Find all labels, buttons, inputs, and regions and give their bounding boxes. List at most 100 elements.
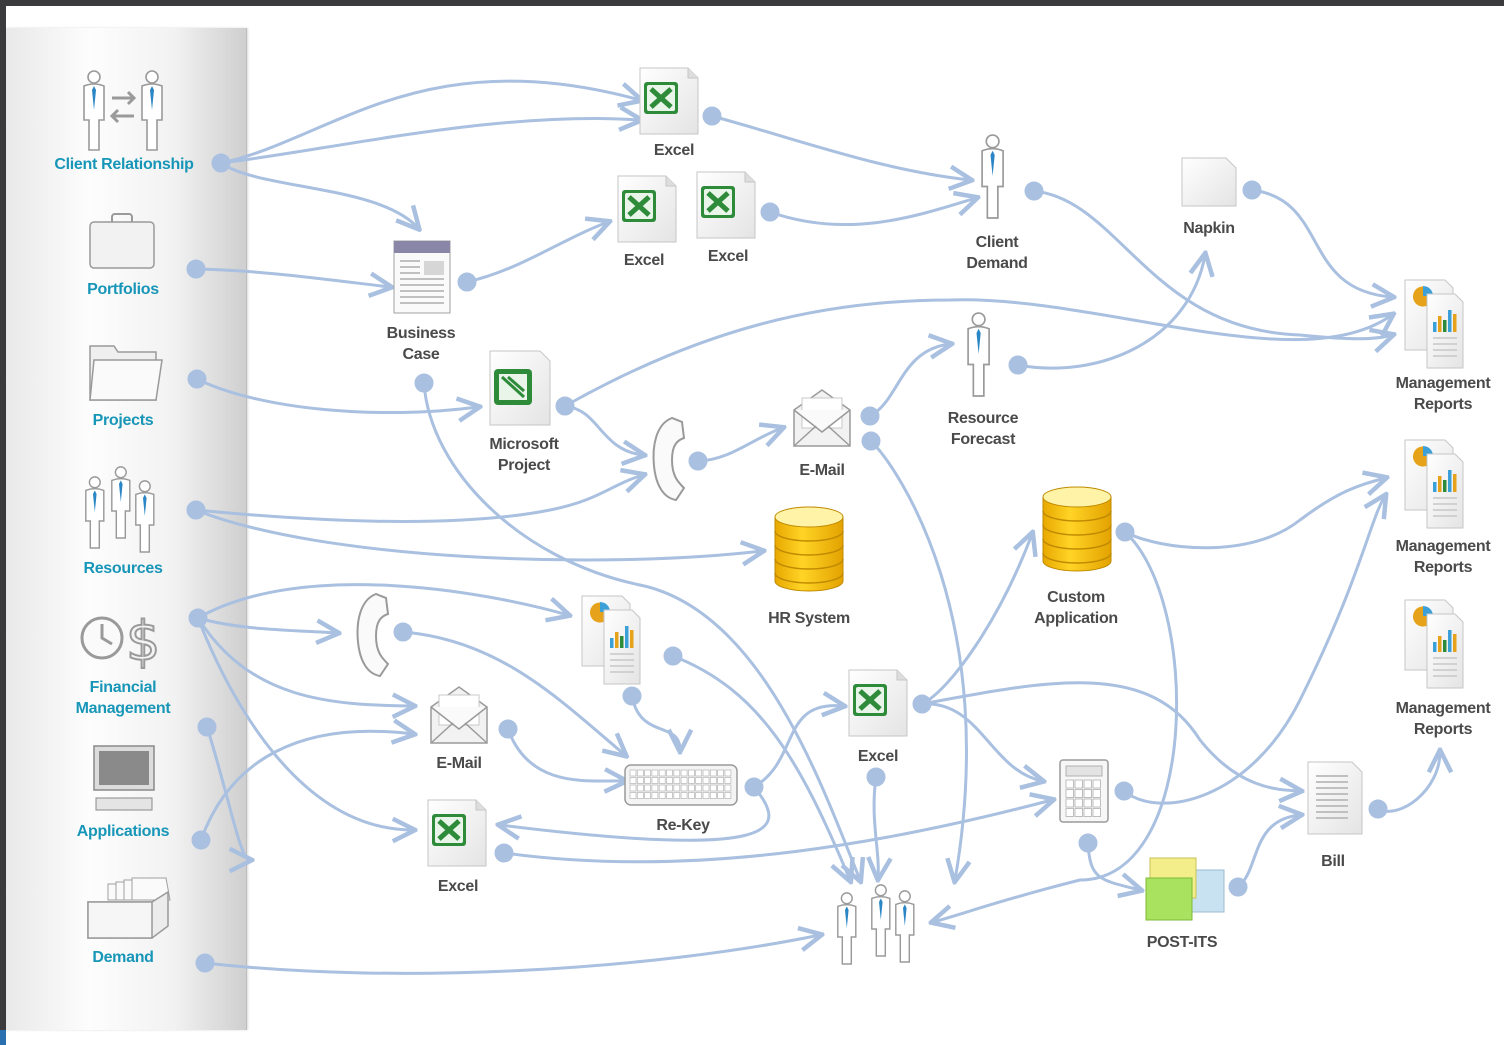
sticky-notes-icon xyxy=(1145,857,1225,921)
keyboard-icon xyxy=(624,764,738,806)
reports-icon xyxy=(1404,439,1464,529)
connector-dot xyxy=(457,272,477,292)
connector-dot xyxy=(494,843,514,863)
connector-dot xyxy=(663,646,683,666)
connector-arrow xyxy=(868,344,950,418)
connector-dot xyxy=(760,202,780,222)
excel-icon xyxy=(617,175,677,243)
category-label-projects: Projects xyxy=(92,412,154,429)
icons: $ xyxy=(80,67,1464,965)
connector-dot xyxy=(861,431,881,451)
people-group-icon xyxy=(837,884,915,965)
node-label-rekey: Re-Key xyxy=(656,817,710,834)
node-label-mgmt-3: Management Reports xyxy=(1395,700,1491,738)
clock-dollar-icon: $ xyxy=(80,609,161,674)
node-label-resource-forecast: Resource Forecast xyxy=(947,410,1019,448)
corner-accent xyxy=(0,1030,6,1045)
node-label-napkin: Napkin xyxy=(1183,220,1235,237)
node-label-custom-app: Custom Application xyxy=(1034,589,1118,627)
node-label-mgmt-2: Management Reports xyxy=(1395,538,1491,576)
node-label-hr-system: HR System xyxy=(768,610,850,627)
phone-icon xyxy=(356,592,390,678)
person-icon xyxy=(981,134,1004,219)
category-label-portfolios: Portfolios xyxy=(87,281,159,298)
bill-icon xyxy=(1307,761,1363,835)
excel-icon xyxy=(696,171,756,239)
connector-arrow xyxy=(563,298,1392,408)
node-label-excel-a: Excel xyxy=(623,252,665,269)
connector-arrow xyxy=(752,706,843,789)
connector-arrow xyxy=(199,731,413,842)
reports-icon xyxy=(581,595,641,685)
envelope-icon xyxy=(430,686,488,744)
connector-dot xyxy=(187,369,207,389)
connector-arrow xyxy=(768,198,976,227)
connector-arrow xyxy=(920,702,1042,781)
connector-dot xyxy=(1024,181,1044,201)
node-label-email-2: E-Mail xyxy=(436,755,482,772)
connectors xyxy=(186,79,1440,975)
connector-dot xyxy=(393,622,413,642)
category-sidebar xyxy=(6,28,247,1030)
connector-arrow xyxy=(194,475,643,524)
briefcase-icon xyxy=(89,213,155,269)
excel-icon xyxy=(639,67,699,135)
document-icon xyxy=(393,240,451,314)
calculator-icon xyxy=(1059,759,1109,823)
connector-dot xyxy=(1114,781,1134,801)
connector-dot xyxy=(191,830,211,850)
people-group-icon xyxy=(85,466,155,553)
connector-arrow xyxy=(1122,496,1385,805)
connector-dot xyxy=(622,686,642,706)
connector-arrow xyxy=(422,381,860,880)
napkin-icon xyxy=(1181,157,1237,207)
connector-arrow xyxy=(1016,255,1205,370)
people-exchange-icon xyxy=(83,70,163,151)
category-label-demand: Demand xyxy=(92,949,154,966)
node-label-bill: Bill xyxy=(1321,853,1345,870)
diagram-canvas xyxy=(6,6,1504,1045)
connector-dot xyxy=(197,717,217,737)
connector-arrow xyxy=(1032,189,1392,339)
connector-arrow xyxy=(1123,478,1385,550)
connector-dot xyxy=(498,719,518,739)
connector-arrow xyxy=(1376,752,1440,813)
node-label-business-case: Business Case xyxy=(386,325,456,363)
node-label-excel-top: Excel xyxy=(653,142,695,159)
connector-arrow xyxy=(1086,841,1140,890)
node-label-client-demand: Client Demand xyxy=(966,234,1028,272)
connector-dot xyxy=(186,259,206,279)
reports-icon xyxy=(1404,279,1464,369)
node-label-excel-b: Excel xyxy=(707,248,749,265)
category-label-resources: Resources xyxy=(83,560,163,577)
connector-arrow xyxy=(1250,188,1392,297)
connector-dot xyxy=(1008,355,1028,375)
connector-arrow xyxy=(194,508,762,560)
connector-dot xyxy=(1242,180,1262,200)
card-file-icon xyxy=(87,877,171,939)
connector-arrow xyxy=(500,785,771,842)
phone-icon xyxy=(652,416,686,502)
connector-arrow xyxy=(196,616,413,830)
connector-arrow xyxy=(205,725,250,860)
connector-arrow xyxy=(671,654,850,880)
category-label-applications: Applications xyxy=(76,823,170,840)
connector-arrow xyxy=(401,630,625,755)
connector-arrow xyxy=(696,428,782,463)
connector-arrow xyxy=(630,694,680,750)
connector-dot xyxy=(1228,877,1248,897)
node-label-post-its: POST-ITS xyxy=(1146,934,1218,951)
connector-dot xyxy=(866,767,886,787)
computer-icon xyxy=(93,745,155,811)
category-label-financial-management: Financial Management xyxy=(75,679,171,717)
connector-arrow xyxy=(874,775,878,878)
project-file-icon xyxy=(489,350,551,426)
connector-arrow xyxy=(195,377,478,413)
connector-arrow xyxy=(933,530,1179,922)
node-label-ms-project: Microsoft Project xyxy=(489,436,559,474)
node-label-mgmt-1: Management Reports xyxy=(1395,375,1491,413)
connector-arrow xyxy=(710,114,970,180)
connector-arrow xyxy=(196,616,413,706)
database-icon xyxy=(774,506,844,592)
